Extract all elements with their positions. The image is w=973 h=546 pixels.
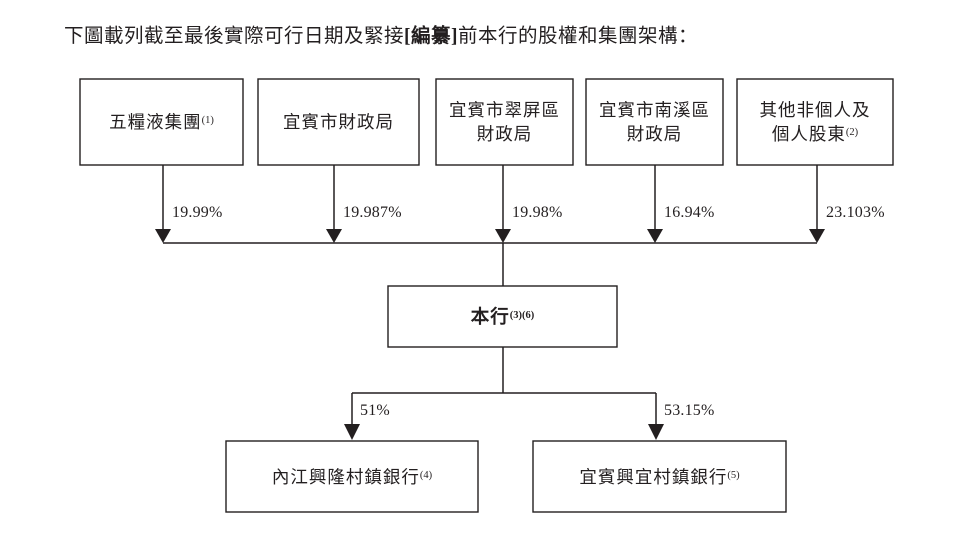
shareholder-label-nanxi-line2: 財政局 <box>627 124 683 144</box>
shareholder-box-rect <box>585 78 724 166</box>
subsidiary-connectors <box>344 347 664 440</box>
shareholder-label-cuiping-line1: 宜賓市翠屏區 <box>449 100 560 120</box>
subsidiary-box-yibin-xingyi: 宜賓興宜村鎮銀行(5) <box>532 440 787 513</box>
subsidiary-label-neijiang-xinglong: 內江興隆村鎮銀行(4) <box>272 467 433 487</box>
shareholder-box-rect <box>435 78 574 166</box>
shareholder-label-nanxi-line1: 宜賓市南溪區 <box>599 100 710 120</box>
entity-box-the-bank: 本行(3)(6) <box>387 285 618 348</box>
arrowhead-yibin-finance <box>326 229 342 243</box>
subsidiary-box-neijiang-xinglong: 內江興隆村鎮銀行(4) <box>225 440 479 513</box>
arrowhead-cuiping-finance <box>495 229 511 243</box>
percent-label-neijiang-xinglong: 51% <box>360 402 390 419</box>
caption-lead: 下圖載列截至最後實際可行日期及緊接 <box>64 26 405 47</box>
percent-label-other-holders: 23.103% <box>826 204 885 221</box>
shareholder-box-cuiping-finance: 宜賓市翠屏區 財政局 <box>435 78 574 166</box>
arrowhead-other-holders <box>809 229 825 243</box>
percent-label-wuliangye: 19.99% <box>172 204 223 221</box>
arrowhead-yibin-xingyi <box>648 424 664 440</box>
shareholder-box-other-holders: 其他非個人及 個人股東(2) <box>736 78 894 166</box>
shareholder-box-rect <box>736 78 894 166</box>
percent-label-nanxi-finance: 16.94% <box>664 204 715 221</box>
shareholder-label-other-line2: 個人股東(2) <box>772 124 859 144</box>
the-bank-box-rect <box>387 285 618 348</box>
shareholder-label-cuiping-line2: 財政局 <box>477 124 533 144</box>
arrowhead-neijiang-xinglong <box>344 424 360 440</box>
caption-tail: 前本行的股權和集團架構： <box>458 26 699 47</box>
shareholder-box-rect <box>257 78 420 166</box>
page-title: 下圖載列截至最後實際可行日期及緊接[編纂]前本行的股權和集團架構： <box>64 22 944 52</box>
percent-label-yibin-xingyi: 53.15% <box>664 402 715 419</box>
shareholder-label-other-line1: 其他非個人及 <box>760 100 871 120</box>
shareholder-box-yibin-finance: 宜賓市財政局 <box>257 78 420 166</box>
the-bank-label: 本行(3)(6) <box>471 306 535 328</box>
shareholder-label-wuliangye: 五糧液集團(1) <box>109 112 214 132</box>
shareholder-box-nanxi-finance: 宜賓市南溪區 財政局 <box>585 78 724 166</box>
subsidiary-box-rect <box>532 440 787 513</box>
subsidiary-label-yibin-xingyi: 宜賓興宜村鎮銀行(5) <box>579 467 740 487</box>
shareholder-box-wuliangye: 五糧液集團(1) <box>79 78 244 166</box>
percent-label-cuiping-finance: 19.98% <box>512 204 563 221</box>
arrowhead-nanxi-finance <box>647 229 663 243</box>
shareholder-connectors <box>155 165 825 243</box>
shareholder-label-yibin-finance: 宜賓市財政局 <box>283 112 394 132</box>
subsidiary-box-rect <box>225 440 479 513</box>
caption-bracketed-term: [編纂] <box>404 26 459 47</box>
arrowhead-wuliangye <box>155 229 171 243</box>
percent-label-yibin-finance: 19.987% <box>343 204 402 221</box>
shareholder-box-rect <box>79 78 244 166</box>
